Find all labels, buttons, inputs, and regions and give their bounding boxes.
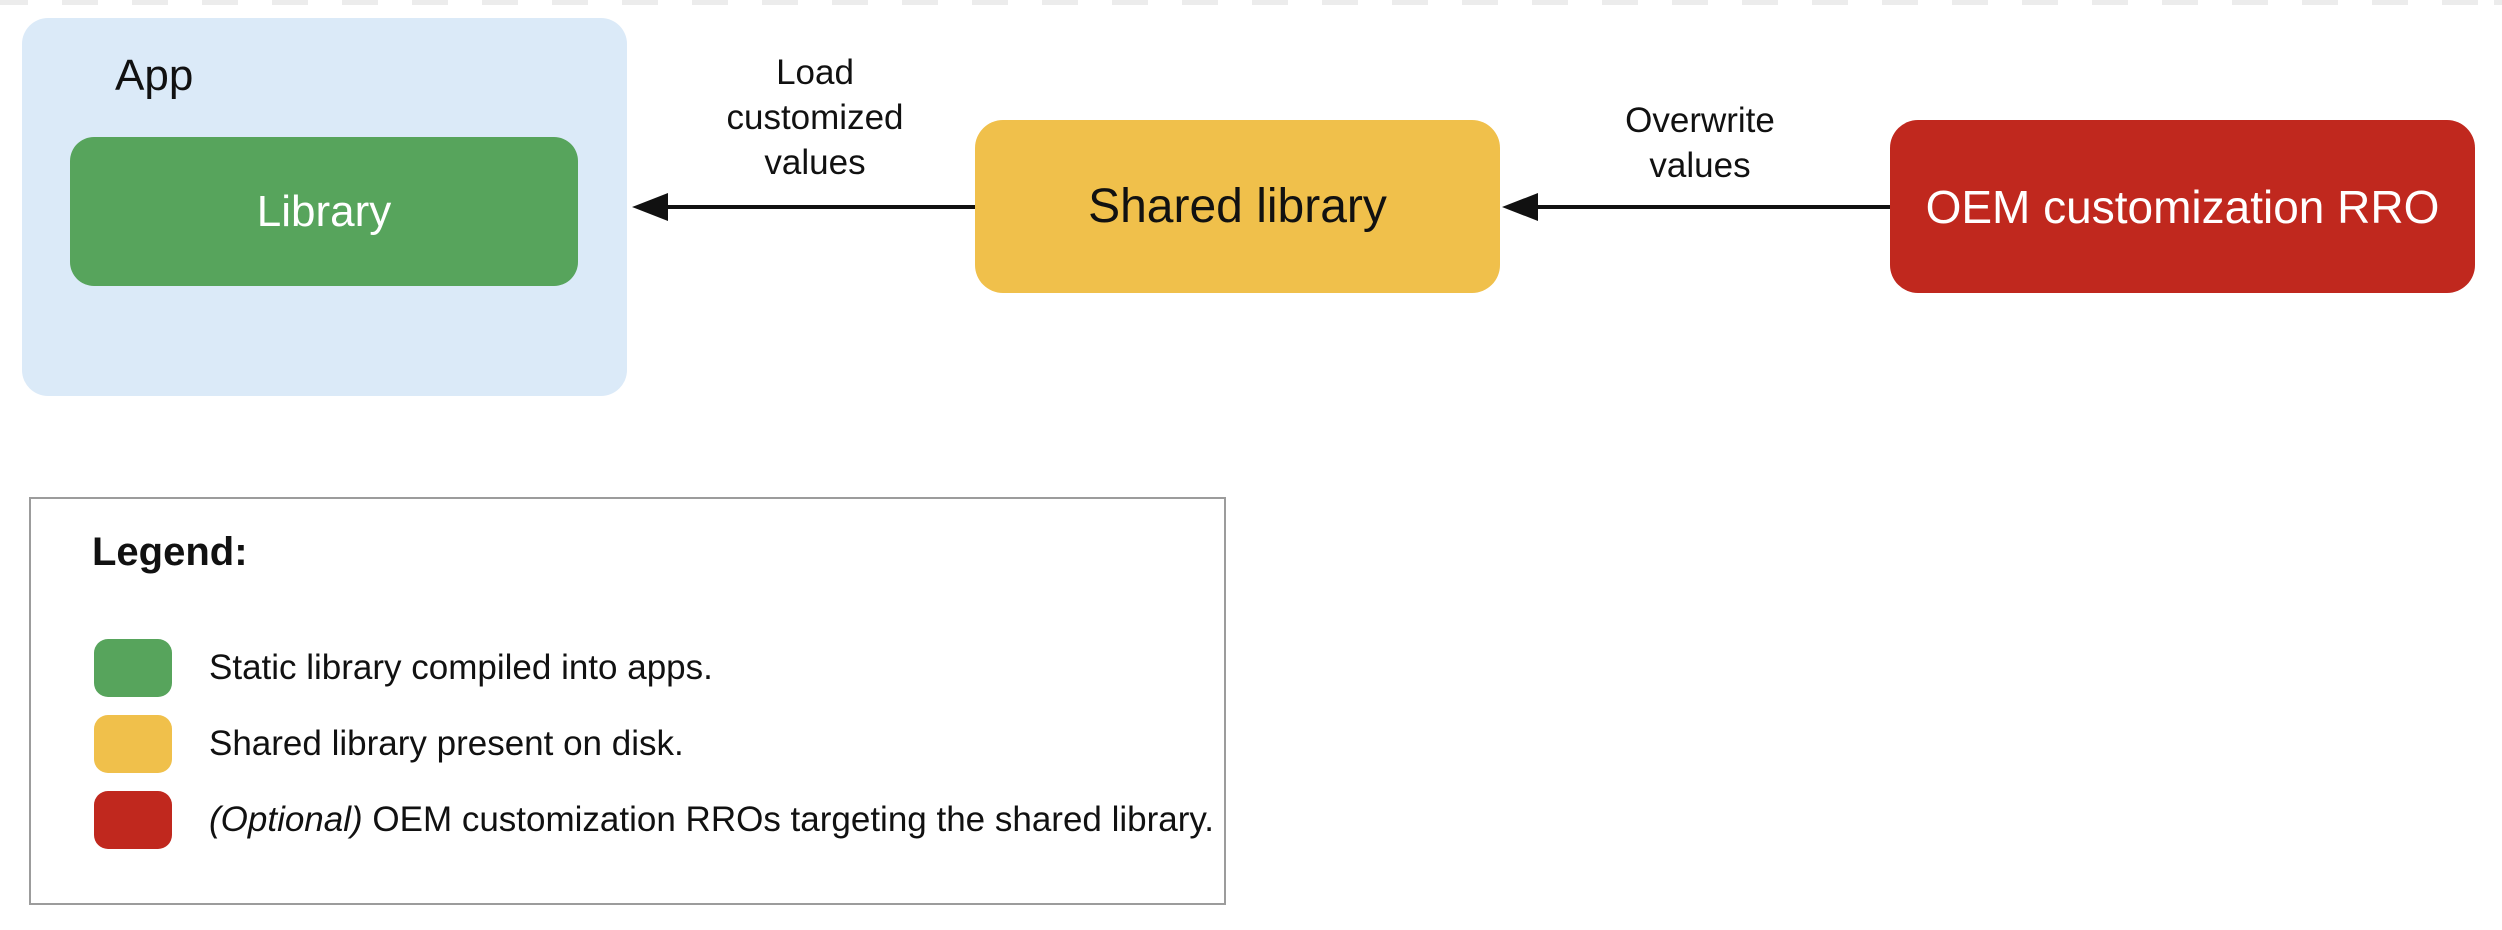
legend-item-text: (Optional) OEM customization RROs target… bbox=[209, 799, 1214, 841]
oem-rro-node-label: OEM customization RRO bbox=[1925, 180, 2440, 233]
library-node: Library bbox=[70, 137, 578, 286]
legend-item-text-body: Shared library present on disk. bbox=[209, 724, 684, 763]
legend-item-text: Static library compiled into apps. bbox=[209, 647, 713, 689]
top-crop-marks bbox=[0, 0, 2502, 5]
arrow-label-load-customized-values: Load customized values bbox=[726, 53, 904, 182]
shared-library-node: Shared library bbox=[975, 120, 1500, 293]
arrow-overwrite-values-line bbox=[1528, 205, 1890, 209]
arrow-load-customized-values-arrowhead-icon bbox=[632, 193, 668, 221]
legend-swatch-yellow bbox=[94, 715, 172, 773]
legend-item-text-body: OEM customization RROs targeting the sha… bbox=[362, 800, 1215, 839]
legend-item-text-body: Static library compiled into apps. bbox=[209, 648, 713, 687]
legend-swatch-green bbox=[94, 639, 172, 697]
legend-item-text: Shared library present on disk. bbox=[209, 723, 684, 765]
legend-title: Legend: bbox=[92, 530, 248, 574]
arrow-overwrite-values-arrowhead-icon bbox=[1502, 193, 1538, 221]
legend-item: (Optional) OEM customization RROs target… bbox=[94, 791, 1214, 849]
legend-rows: Static library compiled into apps. Share… bbox=[94, 639, 1214, 849]
oem-rro-node: OEM customization RRO bbox=[1890, 120, 2475, 293]
legend: Legend: Static library compiled into app… bbox=[29, 497, 1226, 905]
legend-item: Static library compiled into apps. bbox=[94, 639, 1214, 697]
legend-item-italic-prefix: (Optional) bbox=[209, 800, 363, 839]
legend-item: Shared library present on disk. bbox=[94, 715, 1214, 773]
arrow-load-customized-values-line bbox=[658, 205, 975, 209]
legend-swatch-red bbox=[94, 791, 172, 849]
library-node-label: Library bbox=[256, 186, 392, 236]
app-group-label: App bbox=[115, 51, 194, 100]
shared-library-node-label: Shared library bbox=[1088, 180, 1387, 233]
arrow-label-overwrite-values: Overwrite values bbox=[1625, 101, 1775, 185]
